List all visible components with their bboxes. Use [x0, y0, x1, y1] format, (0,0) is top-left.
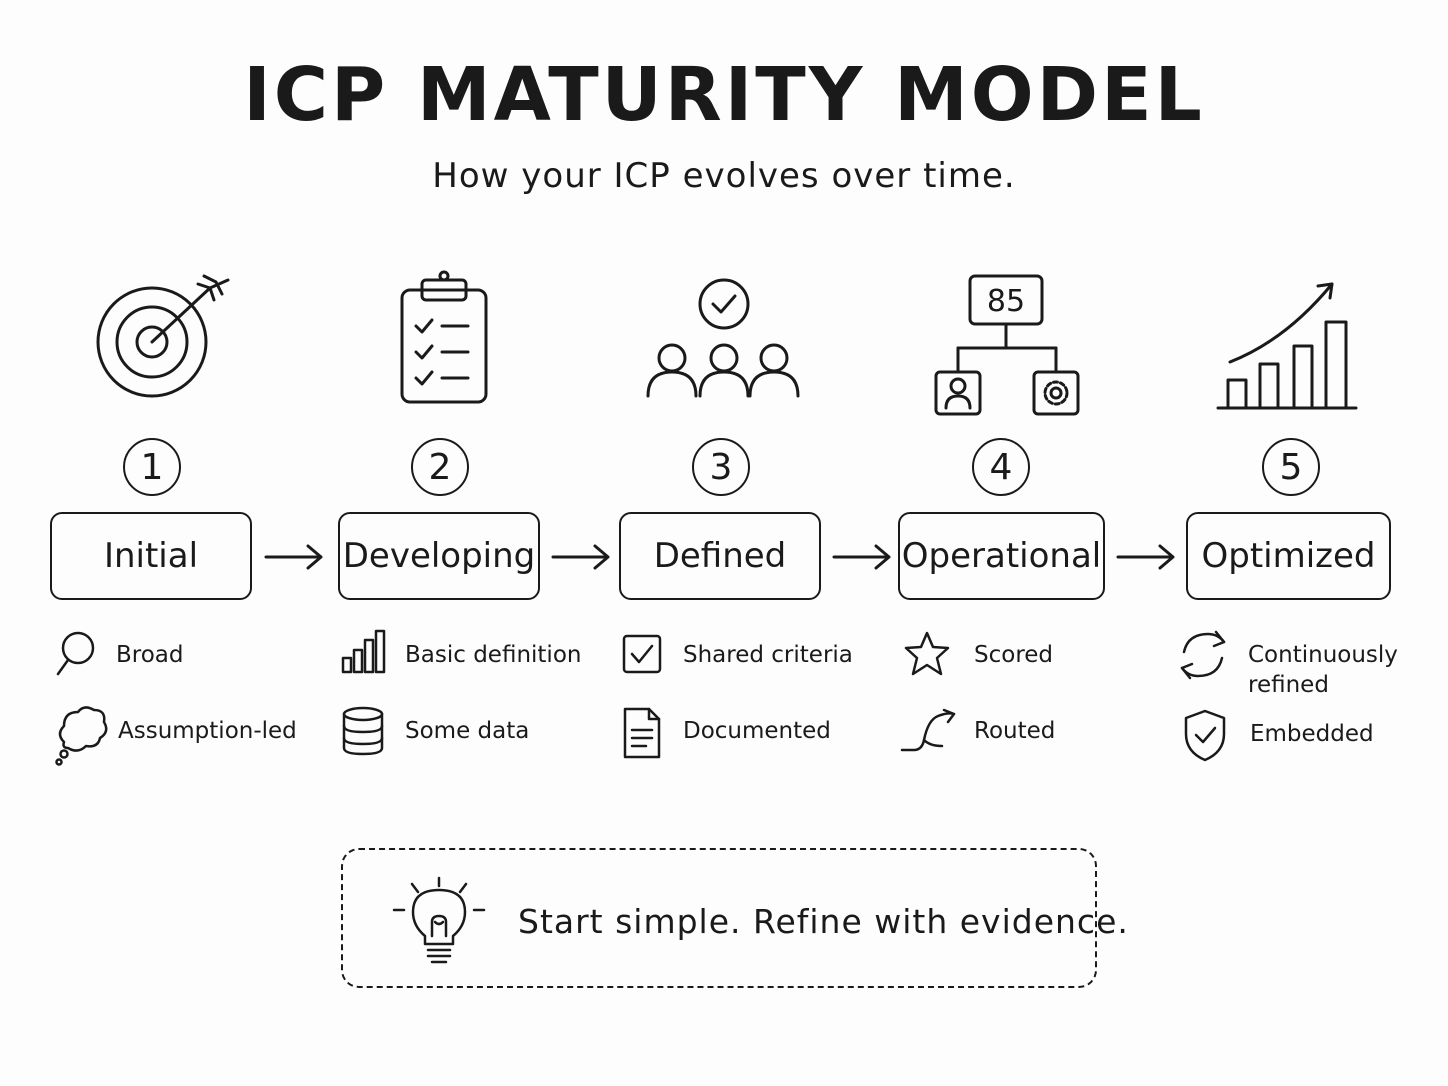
feature-label: Broad — [116, 642, 184, 668]
arrow-right-icon — [264, 544, 323, 570]
stage-number: 5 — [1262, 438, 1320, 496]
star-icon — [904, 631, 950, 676]
stage-optimized: Optimized — [1186, 512, 1391, 600]
callout-text: Start simple. Refine with evidence. — [518, 902, 1129, 941]
database-icon — [342, 706, 384, 756]
feature-label: Routed — [974, 718, 1056, 744]
route-arrow-icon — [900, 708, 956, 752]
clipboard-checklist-icon — [400, 270, 488, 404]
stage-number: 3 — [692, 438, 750, 496]
document-icon — [623, 707, 661, 759]
feature-label: Scored — [974, 642, 1054, 668]
stage-developing: Developing — [338, 512, 540, 600]
feature-label: Basic definition — [405, 642, 582, 668]
stage-defined: Defined — [619, 512, 821, 600]
feature-label: Shared criteria — [683, 642, 853, 668]
arrow-right-icon — [832, 544, 891, 570]
feature-label: Some data — [405, 718, 530, 744]
feature-label: Continuously refined — [1248, 642, 1398, 698]
refresh-icon — [1180, 630, 1226, 680]
score-routing-icon: 85 — [934, 274, 1080, 416]
target-icon — [96, 274, 230, 398]
feature-label: Embedded — [1250, 721, 1374, 747]
stage-initial: Initial — [50, 512, 252, 600]
lightbulb-icon — [392, 876, 486, 964]
stage-number: 1 — [123, 438, 181, 496]
growth-chart-icon — [1216, 282, 1358, 410]
checkbox-icon — [622, 634, 662, 674]
feature-label: Assumption-led — [118, 718, 297, 744]
thought-cloud-icon — [55, 706, 108, 766]
magnifier-icon — [56, 631, 95, 676]
callout-box — [341, 848, 1097, 988]
page-subtitle: How your ICP evolves over time. — [432, 156, 1016, 196]
stage-operational: Operational — [898, 512, 1105, 600]
stage-number: 4 — [972, 438, 1030, 496]
team-check-icon — [646, 278, 800, 398]
score-value: 85 — [987, 284, 1025, 319]
arrow-right-icon — [551, 544, 610, 570]
feature-label: Documented — [683, 718, 831, 744]
bar-chart-icon — [341, 629, 386, 674]
page-title: ICP MATURITY MODEL — [243, 52, 1205, 138]
stage-number: 2 — [411, 438, 469, 496]
arrow-right-icon — [1116, 544, 1175, 570]
shield-check-icon — [1184, 709, 1226, 762]
